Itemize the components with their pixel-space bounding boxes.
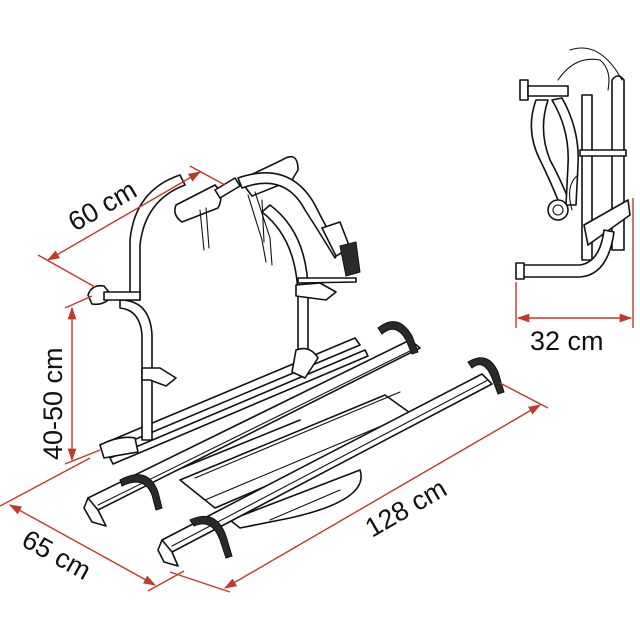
side-folded-view — [515, 47, 631, 280]
dimension-60cm — [37, 165, 226, 288]
label-32cm: 32 cm — [530, 326, 604, 356]
label-65cm: 65 cm — [17, 524, 96, 586]
right-upright — [261, 204, 337, 379]
top-arms — [174, 155, 361, 284]
dimension-128cm — [169, 382, 549, 593]
dimension-40-50cm — [64, 295, 101, 465]
dimension-32cm — [515, 198, 634, 328]
label-40-50cm: 40-50 cm — [38, 347, 68, 460]
